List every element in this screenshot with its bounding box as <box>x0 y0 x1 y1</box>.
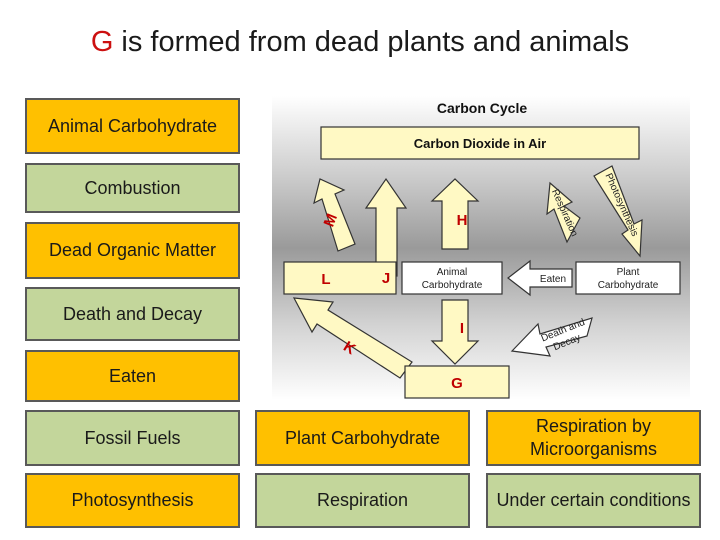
card-photosynthesis[interactable]: Photosynthesis <box>25 473 240 528</box>
arrow-h <box>430 178 480 250</box>
card-label: Plant Carbohydrate <box>284 427 441 448</box>
card-fossil-fuels[interactable]: Fossil Fuels <box>25 410 240 466</box>
arrow-k <box>292 297 413 379</box>
box-l <box>283 261 397 295</box>
card-combustion[interactable]: Combustion <box>25 163 240 213</box>
title-letter-g: G <box>90 26 114 58</box>
co2-box-label: Carbon Dioxide in Air <box>414 136 546 151</box>
animal-box-label-2: Carbohydrate <box>422 280 483 291</box>
card-eaten[interactable]: Eaten <box>25 350 240 402</box>
arrow-eaten <box>507 259 573 297</box>
carbon-cycle-diagram: Carbon Cycle Carbon Dioxide in Air Anima… <box>272 96 690 400</box>
card-label: Eaten <box>108 365 157 386</box>
card-label: Dead Organic Matter <box>48 240 217 260</box>
arrow-death-decay <box>510 317 593 357</box>
card-label: Respiration <box>316 490 409 510</box>
card-animal-carbohydrate[interactable]: Animal Carbohydrate <box>25 98 240 154</box>
plant-box-label-1: Plant <box>617 267 640 278</box>
co2-box <box>320 126 640 160</box>
card-respiration-by-microorganisms[interactable]: Respiration by Microorganisms <box>486 410 701 466</box>
slide-title: G is formed from dead plants and animals <box>0 26 720 59</box>
card-label: Photosynthesis <box>71 490 194 510</box>
animal-box-label-1: Animal <box>437 267 468 278</box>
animal-box <box>401 261 503 295</box>
arrow-photosynthesis <box>593 165 643 258</box>
label-h: H <box>457 212 468 229</box>
card-label: Death and Decay <box>62 303 203 324</box>
plant-box-label-2: Carbohydrate <box>598 280 659 291</box>
card-label: Fossil Fuels <box>84 427 181 448</box>
arrow-j <box>364 177 408 277</box>
arrow-respiration <box>546 181 581 244</box>
label-l: L <box>321 271 330 288</box>
card-label: Respiration by Microorganisms <box>529 416 658 459</box>
card-label: Under certain conditions <box>496 490 691 510</box>
card-under-certain-conditions[interactable]: Under certain conditions <box>486 473 701 528</box>
plant-box <box>575 261 681 295</box>
label-j: J <box>382 270 390 287</box>
diagram-heading: Carbon Cycle <box>437 100 527 116</box>
box-g <box>404 365 510 399</box>
card-respiration[interactable]: Respiration <box>255 473 470 528</box>
eaten-arrow-label: Eaten <box>540 274 566 285</box>
card-plant-carbohydrate[interactable]: Plant Carbohydrate <box>255 410 470 466</box>
title-text: is formed from dead plants and animals <box>113 26 630 58</box>
card-dead-organic-matter[interactable]: Dead Organic Matter <box>25 222 240 279</box>
card-label: Combustion <box>84 177 181 198</box>
label-g: G <box>451 375 463 392</box>
arrow-i <box>430 299 480 365</box>
arrow-m <box>313 178 356 252</box>
card-label: Animal Carbohydrate <box>47 115 218 136</box>
label-m: M <box>321 211 341 229</box>
label-i: I <box>460 320 464 337</box>
card-death-and-decay[interactable]: Death and Decay <box>25 287 240 341</box>
